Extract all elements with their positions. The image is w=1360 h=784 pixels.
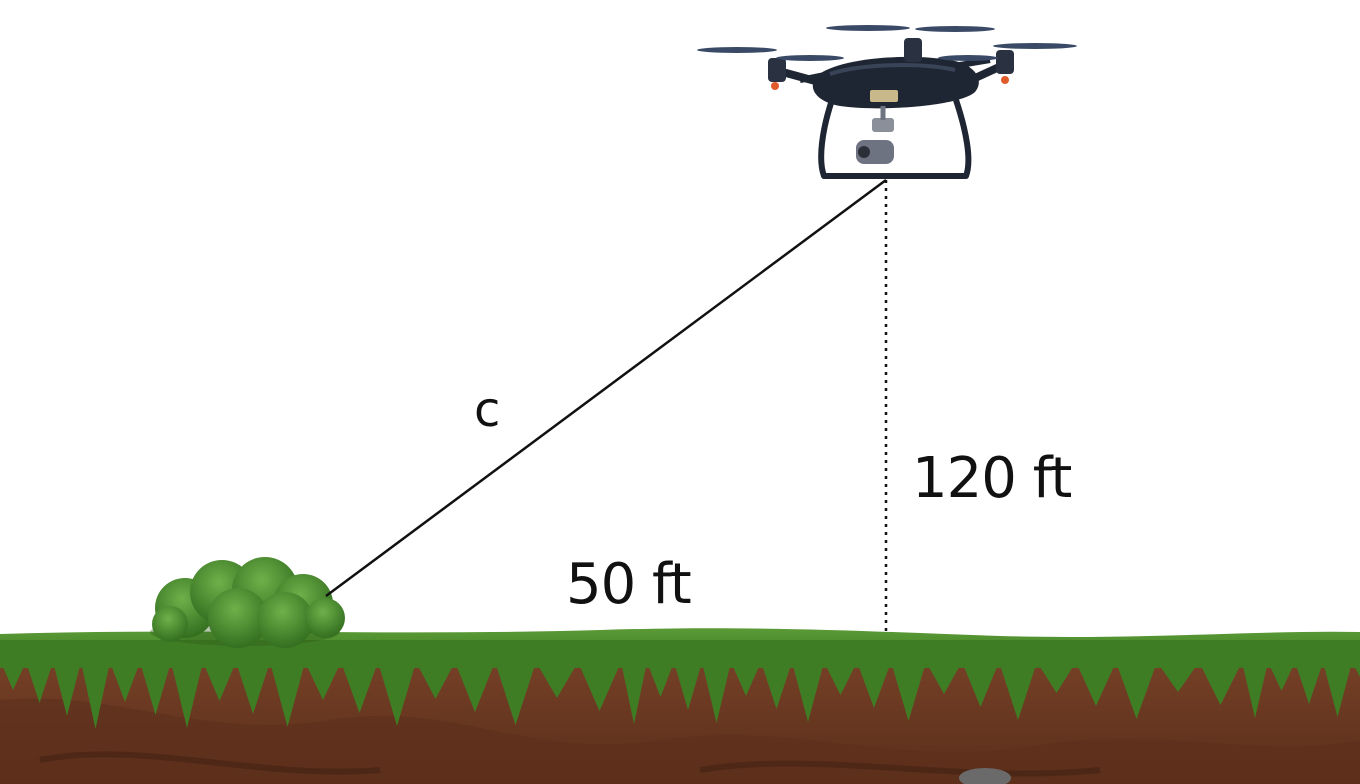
grass-fringe <box>0 640 1360 729</box>
height-label: 120 ft <box>912 446 1072 511</box>
bush-icon <box>150 557 345 648</box>
hypotenuse-label: c <box>474 382 500 438</box>
base-distance-label: 50 ft <box>566 552 692 617</box>
ground-grass <box>0 628 1360 729</box>
hypotenuse-line <box>325 178 887 598</box>
rock-icon <box>959 768 1011 784</box>
drone-icon <box>697 25 1077 179</box>
